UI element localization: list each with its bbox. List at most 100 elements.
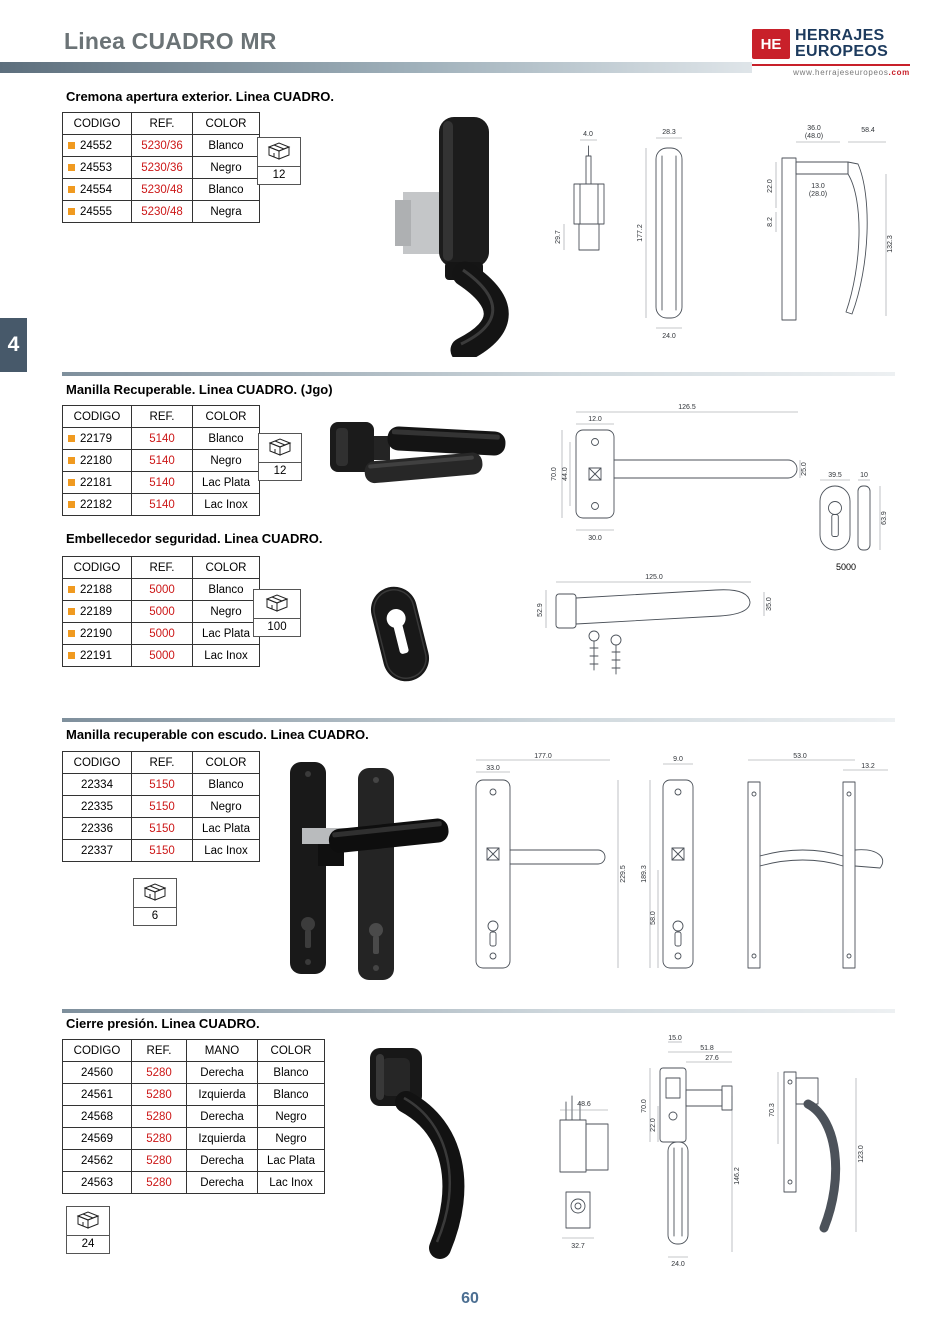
pack-quantity-value: 6	[134, 907, 176, 925]
orange-bullet-icon	[68, 629, 75, 637]
column-header-codigo: CODIGO	[62, 1039, 132, 1062]
color-value: Lac Plata	[192, 622, 260, 645]
orange-bullet-icon	[68, 585, 75, 593]
ref-value: 5280	[131, 1083, 187, 1106]
mano-value: Derecha	[186, 1149, 258, 1172]
dim-label: 44.0	[562, 467, 569, 481]
box-icon	[134, 879, 176, 907]
dim-label: 8.2	[767, 217, 774, 227]
dim-label: 63.9	[881, 511, 888, 525]
dim-label: 132.3	[887, 235, 894, 253]
dim-label: 51.8	[700, 1045, 714, 1052]
orange-bullet-icon	[68, 434, 75, 442]
column-header-codigo: CODIGO	[62, 405, 132, 428]
dim-label: 24.0	[671, 1261, 685, 1267]
dim-label: 123.0	[858, 1145, 865, 1163]
pack-quantity-box: 12	[257, 137, 301, 185]
dim-label: 33.0	[486, 765, 500, 772]
product-photo-cierre	[370, 1048, 465, 1259]
orange-bullet-icon	[68, 500, 75, 508]
dim-label: 39.5	[828, 472, 842, 479]
orange-bullet-icon	[68, 163, 75, 171]
column-header-color: COLOR	[192, 112, 260, 135]
dim-label: 146.2	[734, 1167, 741, 1185]
color-value: Negro	[257, 1127, 325, 1150]
column-header-mano: MANO	[186, 1039, 258, 1062]
codigo-value: 24562	[62, 1149, 132, 1172]
ref-value: 5150	[131, 795, 193, 818]
ref-value: 5280	[131, 1105, 187, 1128]
color-value: Blanco	[192, 773, 260, 796]
color-value: Blanco	[257, 1061, 325, 1084]
codigo-value: 22335	[62, 795, 132, 818]
dim-label: 29.7	[555, 230, 562, 244]
codigo-value: 22336	[62, 817, 132, 840]
ref-value: 5150	[131, 817, 193, 840]
codigo-value: 24554	[80, 183, 112, 196]
ref-value: 5000	[131, 600, 193, 623]
codigo-value: 22190	[80, 627, 112, 640]
box-icon	[67, 1207, 109, 1235]
codigo-value: 24555	[80, 205, 112, 218]
ref-value: 5150	[131, 773, 193, 796]
logo-line1: HERRAJES	[795, 27, 885, 44]
dim-label: 9.0	[673, 756, 683, 763]
dim-label: 70.0	[641, 1099, 648, 1113]
dim-label: 177.0	[534, 753, 552, 760]
ref-value: 5230/48	[131, 200, 193, 223]
ref-drawing-label: 5000	[836, 562, 856, 572]
color-value: Blanco	[192, 578, 260, 601]
dim-label: 15.0	[668, 1035, 682, 1042]
column-header-color: COLOR	[257, 1039, 325, 1062]
pack-quantity-value: 12	[259, 462, 301, 480]
color-value: Blanco	[257, 1083, 325, 1106]
ref-value: 5140	[131, 449, 193, 472]
color-value: Negro	[192, 795, 260, 818]
dim-label: 30.0	[588, 535, 602, 542]
codigo-value: 22337	[62, 839, 132, 862]
website-tld: .com	[888, 67, 910, 77]
column-header-codigo: CODIGO	[62, 751, 132, 774]
codigo-value: 22334	[62, 773, 132, 796]
logo-name: HERRAJES EUROPEOS	[795, 27, 888, 61]
ref-value: 5140	[131, 471, 193, 494]
tech-drawing-embellecedor: 39.5 10 63.9 5000	[819, 472, 888, 572]
color-value: Lac Inox	[192, 839, 260, 862]
ref-value: 5230/36	[131, 156, 193, 179]
mano-value: Derecha	[186, 1105, 258, 1128]
dim-label: 35.0	[766, 597, 773, 611]
color-value: Blanco	[192, 178, 260, 201]
dim-label: 4.0	[583, 131, 593, 138]
color-value: Negro	[257, 1105, 325, 1128]
codigo-value: 24568	[62, 1105, 132, 1128]
column-header-ref: REF.	[131, 1039, 187, 1062]
dim-label: 22.0	[767, 179, 774, 193]
company-logo: HE HERRAJES EUROPEOS www.herrajeseuropeo…	[752, 27, 910, 77]
section-title-manilla-escudo: Manilla recuperable con escudo. Linea CU…	[66, 727, 369, 742]
section-title-cierre: Cierre presión. Linea CUADRO.	[66, 1016, 260, 1031]
column-header-ref: REF.	[131, 112, 193, 135]
dim-label: (28.0)	[809, 191, 827, 198]
color-value: Negro	[192, 156, 260, 179]
box-icon	[254, 590, 300, 618]
column-header-ref: REF.	[131, 405, 193, 428]
dim-label: 189.3	[641, 865, 648, 883]
column-header-color: COLOR	[192, 751, 260, 774]
orange-bullet-icon	[68, 185, 75, 193]
dim-label: 10	[860, 472, 868, 479]
codigo-value: 24569	[62, 1127, 132, 1150]
dim-label: 125.0	[645, 574, 663, 581]
column-header-ref: REF.	[131, 751, 193, 774]
